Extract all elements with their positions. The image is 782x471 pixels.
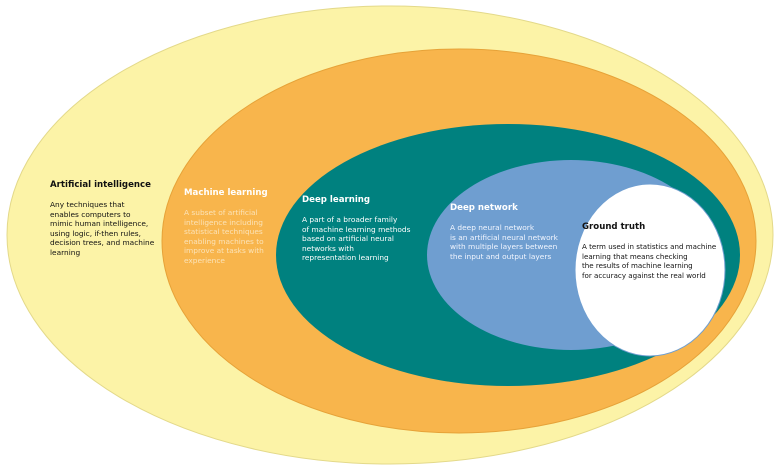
desc-artificial-intelligence: Any techniques that enables computers to… <box>50 200 154 258</box>
desc-line: A part of a broader family <box>302 215 398 224</box>
desc-line: networks with <box>302 243 354 253</box>
desc-line: statistical techniques <box>184 227 263 237</box>
desc-line: with multiple layers between <box>450 242 558 252</box>
label-deep-learning: Deep learning A part of a broader family… <box>302 195 410 263</box>
desc-line: learning <box>50 247 81 257</box>
desc-line: A deep neural network <box>450 223 535 232</box>
desc-machine-learning: A subset of artificial intelligence incl… <box>184 208 268 266</box>
title-machine-learning: Machine learning <box>184 188 268 198</box>
desc-line: decision trees, and machine <box>50 238 155 248</box>
label-machine-learning: Machine learning A subset of artificial … <box>184 188 268 266</box>
desc-deep-learning: A part of a broader family of machine le… <box>302 215 410 263</box>
desc-line: for accuracy against the real world <box>582 270 706 280</box>
ellipse-ground-truth <box>574 183 726 357</box>
desc-line: experience <box>184 255 225 265</box>
desc-line: enables computers to <box>50 209 131 219</box>
label-deep-network: Deep network A deep neural network is an… <box>450 203 558 261</box>
desc-line: mimic human intelligence, <box>50 219 149 229</box>
label-artificial-intelligence: Artificial intelligence Any techniques t… <box>50 180 154 258</box>
desc-line: improve at tasks with <box>184 246 264 256</box>
desc-deep-network: A deep neural network is an artificial n… <box>450 223 558 261</box>
desc-line: A subset of artificial <box>184 208 258 217</box>
desc-line: intelligence including <box>184 217 263 227</box>
title-artificial-intelligence: Artificial intelligence <box>50 180 151 190</box>
desc-line: using logic, if-then rules, <box>50 228 141 238</box>
desc-line: Any techniques that <box>50 200 125 209</box>
title-ground-truth: Ground truth <box>582 222 646 232</box>
desc-line: learning that means checking <box>582 251 688 261</box>
desc-line: based on artificial neural <box>302 234 394 244</box>
desc-line: representation learning <box>302 253 389 263</box>
title-deep-network: Deep network <box>450 203 518 213</box>
desc-line: the input and output layers <box>450 251 552 261</box>
label-ground-truth: Ground truth A term used in statistics a… <box>582 222 716 280</box>
desc-line: the results of machine learning <box>582 261 693 271</box>
desc-line: A term used in statistics and machine <box>582 242 717 251</box>
desc-line: enabling machines to <box>184 236 264 246</box>
desc-line: of machine learning methods <box>302 224 411 234</box>
desc-line: is an artificial neural network <box>450 232 558 242</box>
desc-ground-truth: A term used in statistics and machine le… <box>582 242 716 280</box>
title-deep-learning: Deep learning <box>302 195 371 205</box>
